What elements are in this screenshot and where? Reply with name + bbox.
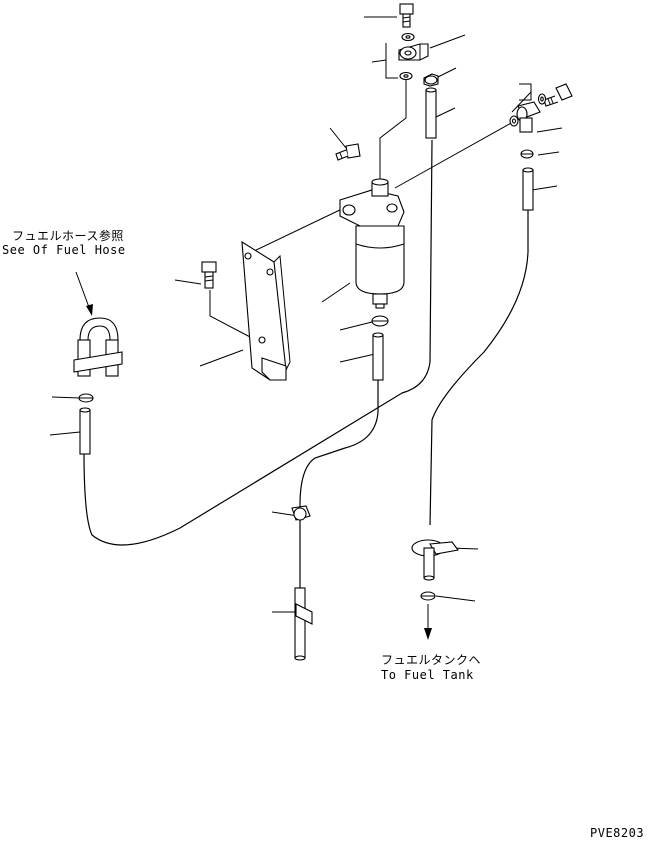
- filter-bolt: [335, 143, 361, 161]
- to-tank-arrow: [424, 604, 432, 640]
- reference-arrow: [75, 271, 93, 316]
- right-clip: [516, 101, 541, 133]
- hose-left: [79, 407, 91, 455]
- hose-filter-outlet: [372, 332, 384, 381]
- leader-lines: [49, 16, 563, 613]
- hose-lower-center: [294, 587, 313, 661]
- fuel-filter: [339, 178, 405, 309]
- right-clip-washer: [509, 115, 519, 127]
- drawing-code: PVE8203: [590, 826, 645, 840]
- to-fuel-tank-label-en: To Fuel Tank: [381, 668, 474, 682]
- hose-upper: [425, 87, 437, 139]
- hose-clip-lower: [291, 505, 311, 521]
- hose-lines: [83, 121, 529, 588]
- bracket-bolt: [201, 261, 217, 289]
- top-bolt: [399, 3, 414, 28]
- top-washer: [401, 32, 415, 42]
- mounting-bracket: [241, 240, 291, 381]
- upper-clip: [398, 43, 429, 61]
- hose-clamp-right: [520, 149, 534, 159]
- fuel-hose-reference-label-jp: フュエルホース参照: [12, 229, 124, 243]
- hose-clamp-filter: [371, 315, 389, 327]
- fuel-hose-reference-label-en: See Of Fuel Hose: [2, 243, 126, 257]
- tank-hose: [423, 547, 435, 581]
- clip-washer: [399, 71, 413, 81]
- hose-right: [522, 167, 534, 211]
- tank-hose-clamp: [420, 591, 436, 601]
- to-fuel-tank-label-jp: フュエルタンクヘ: [381, 653, 482, 667]
- tank-hose-clip: [411, 539, 459, 557]
- right-washer: [537, 93, 547, 105]
- right-bolt: [543, 83, 573, 107]
- hose-clamp-upper: [423, 73, 439, 87]
- u-hose-fitting: [73, 317, 123, 377]
- hose-clamp-left: [78, 393, 94, 403]
